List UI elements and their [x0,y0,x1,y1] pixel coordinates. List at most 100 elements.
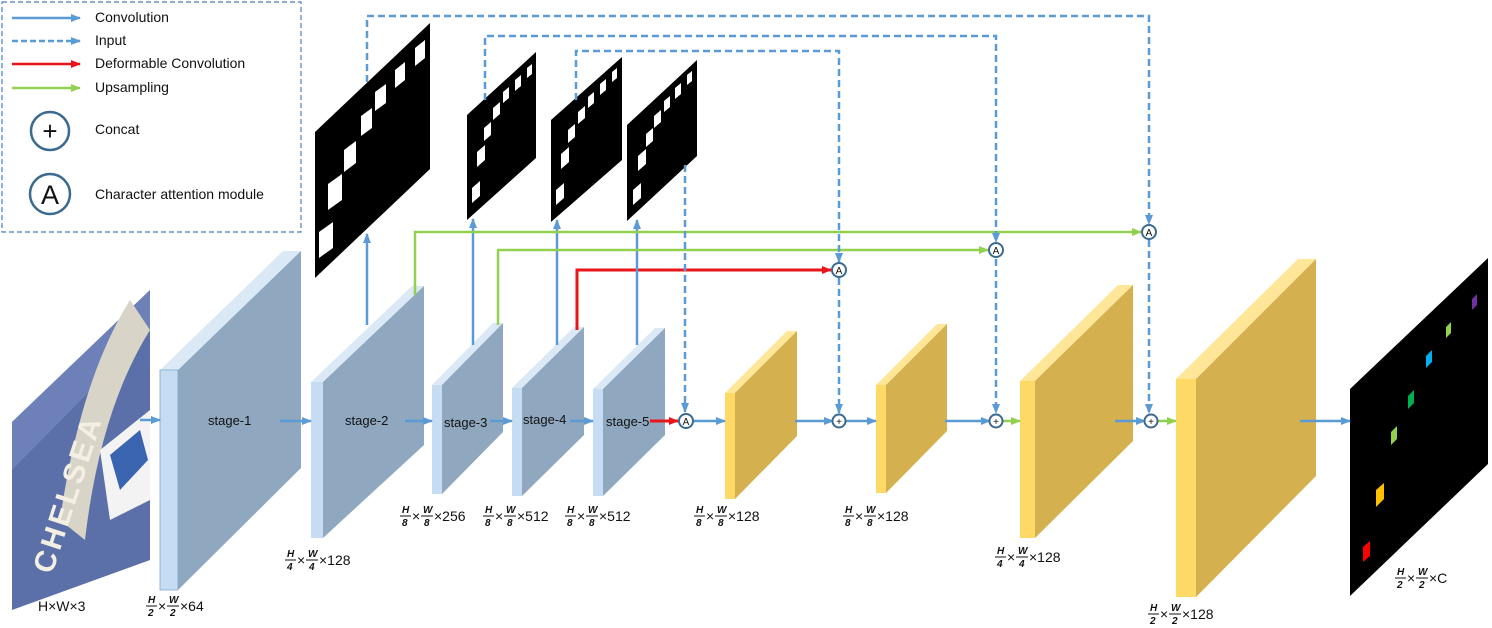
svg-text:×C: ×C [1429,570,1447,586]
svg-text:4: 4 [1018,559,1025,570]
concat-icon [29,110,71,152]
svg-text:×128: ×128 [1182,606,1214,622]
svg-text:W: W [717,505,728,516]
output-map [1350,258,1488,596]
svg-text:×: × [706,508,714,524]
svg-text:H: H [567,505,575,516]
legend-deformable-label: Deformable Convolution [95,55,245,71]
stage-3-label: stage-3 [444,415,487,430]
svg-text:A: A [836,266,843,277]
svg-text:4: 4 [308,562,315,573]
svg-text:2: 2 [169,608,176,619]
dim-s5: H 8 × W 8 ×512 [565,505,631,529]
attention-node-3: A [1141,224,1157,240]
stage-3-block: stage-3 [432,323,503,494]
dim-d3: H 4 × W 4 ×128 [995,546,1061,570]
svg-text:8: 8 [424,518,430,529]
input-image: CHELSEA [12,290,150,610]
dim-s3: H 8 × W 8 ×256 [400,505,466,529]
svg-text:A: A [1146,228,1153,239]
svg-text:×: × [1160,606,1168,622]
dim-s4: H 8 × W 8 ×512 [483,505,549,529]
decoder-block-1 [725,331,797,499]
deformable-arrows [575,266,832,425]
svg-text:8: 8 [589,518,595,529]
concat-node-2: + [988,413,1004,429]
convolution-arrows [140,416,1351,425]
svg-text:×: × [297,552,305,568]
svg-text:×128: ×128 [319,552,351,568]
svg-text:×256: ×256 [434,508,466,524]
svg-text:H: H [1397,567,1405,578]
svg-text:H: H [148,595,156,606]
input-dashed-arrows [365,14,1153,414]
svg-text:2: 2 [1396,580,1403,591]
legend-attention-label: Character attention module [95,186,264,202]
svg-text:×: × [577,508,585,524]
dim-s2: H 4 × W 4 ×128 [285,549,351,573]
svg-text:H: H [1150,603,1158,614]
svg-text:W: W [1018,546,1029,557]
concat-node-3: + [1143,413,1159,429]
svg-text:W: W [1418,567,1429,578]
svg-text:W: W [506,505,517,516]
legend-convolution-label: Convolution [95,9,169,25]
svg-text:W: W [866,505,877,516]
svg-text:×: × [495,508,503,524]
svg-text:H: H [845,505,853,516]
svg-text:2: 2 [1149,616,1156,627]
svg-text:8: 8 [696,518,702,529]
svg-text:8: 8 [845,518,851,529]
decoder-block-2 [876,324,947,493]
decoder-block-4 [1176,259,1316,597]
svg-text:×: × [1407,570,1415,586]
stage-2-block: stage-2 [311,286,424,538]
attention-feed-arrows [363,218,641,345]
legend: Convolution Input Deformable Convolution… [1,1,302,233]
svg-text:W: W [1171,603,1182,614]
dim-d2: H 8 × W 8 ×128 [843,505,909,529]
attention-map-3 [551,57,622,222]
attention-map-2 [467,52,536,220]
svg-text:8: 8 [567,518,573,529]
decoder-block-3 [1020,285,1133,538]
svg-text:H: H [485,505,493,516]
attention-node-2: A [988,242,1004,258]
svg-text:8: 8 [718,518,724,529]
concat-node-1: + [831,413,847,429]
svg-text:×128: ×128 [1029,549,1061,565]
svg-text:×64: ×64 [180,598,204,614]
svg-text:W: W [308,549,319,560]
svg-text:×: × [158,598,166,614]
legend-concat-label: Concat [95,121,139,137]
svg-text:×128: ×128 [877,508,909,524]
attention-node-1: A [831,262,847,278]
svg-text:+: + [1148,417,1154,428]
concat-icon-symbol: + [42,116,57,146]
stage-1-label: stage-1 [208,413,251,428]
svg-text:W: W [423,505,434,516]
attention-map-4 [627,60,697,221]
legend-upsampling-label: Upsampling [95,79,169,95]
svg-text:H: H [997,546,1005,557]
dim-input: H×W×3 [38,598,86,614]
svg-text:×: × [855,508,863,524]
svg-text:8: 8 [485,518,491,529]
stage-4-label: stage-4 [523,412,566,427]
attention-icon-symbol: A [41,180,59,210]
legend-input-label: Input [95,32,126,48]
svg-text:2: 2 [1171,616,1178,627]
svg-text:×: × [412,508,420,524]
dim-out: H 2 × W 2 ×C [1395,567,1447,591]
svg-text:W: W [169,595,180,606]
svg-text:×128: ×128 [728,508,760,524]
svg-text:H: H [287,549,295,560]
svg-text:A: A [683,417,690,428]
svg-text:×: × [1007,549,1015,565]
svg-text:2: 2 [1418,580,1425,591]
upsampling-arrows [413,228,1142,325]
svg-text:8: 8 [402,518,408,529]
attention-icon [28,172,72,216]
